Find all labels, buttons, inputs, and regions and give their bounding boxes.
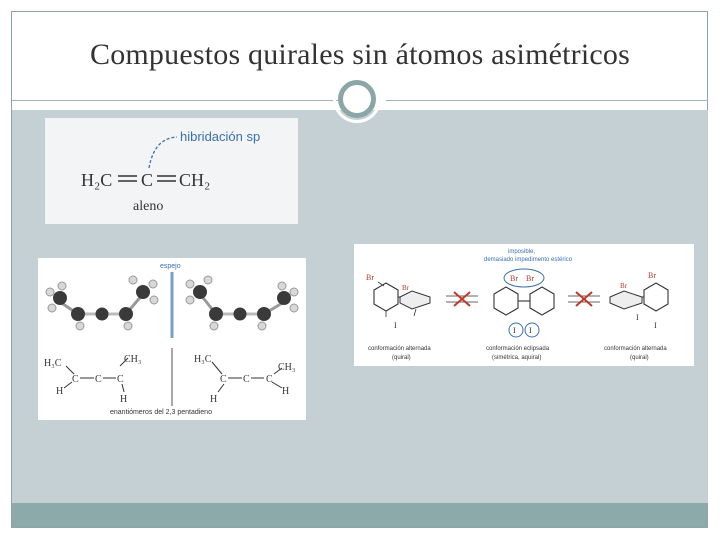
biphenyl-image: imposible, demasiado impedimento estéric… [354,244,694,366]
svg-text:Br: Br [648,271,656,280]
svg-text:Br: Br [510,274,518,283]
footer-bar [12,503,708,527]
enantiomers-diagram: espejo [44,263,299,416]
svg-text:C: C [117,374,124,385]
svg-text:I: I [513,326,516,335]
caption-left-2: (quiral) [392,355,411,361]
enantiomers-image: espejo [38,258,306,420]
svg-text:H: H [282,386,289,397]
allene-diagram: hibridación sp H₂C C CH₂ aleno [81,129,260,214]
svg-text:I: I [394,321,397,330]
svg-text:H₃C: H₃C [194,354,212,365]
formula-center: C [141,170,153,190]
allene-image: hibridación sp H₂C C CH₂ aleno [45,118,298,224]
title-rule-right [386,100,708,101]
svg-text:H: H [56,386,63,397]
enantiomers-caption: enantiómeros del 2,3 pentadieno [110,409,212,416]
left-structural-formula: H₃C CH₃ C C C H H [44,354,141,405]
allene-name: aleno [133,199,163,214]
svg-text:I: I [636,313,639,322]
svg-text:I: I [529,326,532,335]
svg-text:C: C [220,374,227,385]
right-equilibrium-blocked [568,291,600,307]
caption-center-1: conformación eclipsada [486,346,550,352]
svg-text:Br: Br [526,274,534,283]
svg-text:H: H [210,394,217,405]
biphenyl-diagram: imposible, demasiado impedimento estéric… [366,249,669,361]
svg-text:Br: Br [620,282,628,290]
hybridization-label: hibridación sp [180,129,260,144]
caption-left-1: conformación alternada [368,346,431,352]
svg-text:Br: Br [366,273,374,282]
right-structural-formula: H₃C CH₃ C C C H H [194,354,295,405]
title-rule-left [12,100,342,101]
left-molecule-model [45,275,159,331]
right-molecule-model [185,275,299,331]
svg-text:C: C [72,374,79,385]
svg-text:CH₃: CH₃ [124,354,141,365]
right-conformation: Br Br I I [609,271,669,330]
svg-text:C: C [95,374,102,385]
left-equilibrium-blocked [446,291,478,307]
caption-right-2: (quiral) [630,355,649,361]
formula-right: CH₂ [179,170,210,190]
center-conformation: Br Br I I [493,268,555,338]
left-conformation: Br Br I [366,273,431,330]
caption-center-2: (simétrica, aquiral) [492,355,541,361]
impossible-label-2: demasiado impedimento estérico [484,257,573,263]
svg-text:I: I [654,321,657,330]
decorative-circle [333,75,381,123]
mirror-label: espejo [160,263,181,270]
formula-left: H₂C [81,170,112,190]
svg-text:C: C [243,374,250,385]
svg-text:Br: Br [402,284,410,292]
svg-text:C: C [266,374,273,385]
hybridization-arrow [148,136,178,169]
caption-right-1: conformación alternada [604,346,667,352]
slide-title: Compuestos quirales sin átomos asimétric… [89,38,630,71]
svg-text:H: H [120,394,127,405]
impossible-label-1: imposible, [508,249,535,255]
svg-text:CH₃: CH₃ [278,362,295,373]
svg-text:H₃C: H₃C [44,358,62,369]
